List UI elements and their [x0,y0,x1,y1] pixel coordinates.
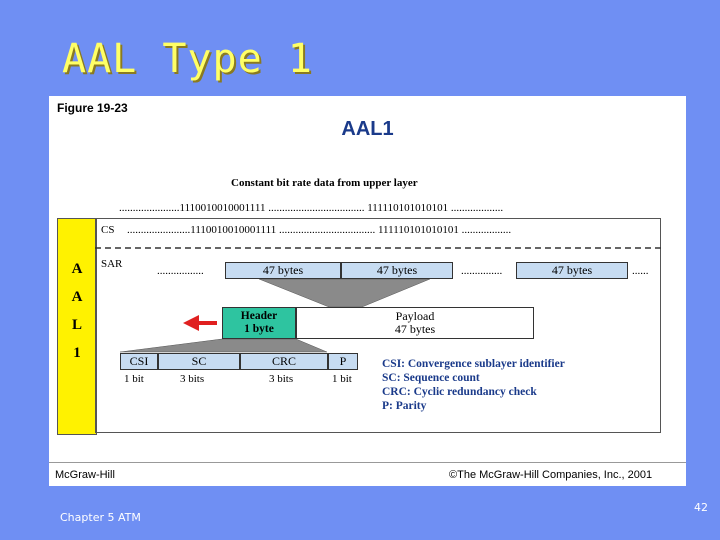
aal-layer-box [95,218,661,433]
input-caption: Constant bit rate data from upper layer [231,177,418,189]
sar-cell: 47 bytes [516,262,628,279]
field-size: 3 bits [180,373,205,385]
aal-letter: A [71,289,83,305]
slide-title: AAL Type 1 [62,36,313,82]
aal-column: A A L 1 [57,218,97,435]
legend-item: CRC: Cyclic redundancy check [382,386,537,398]
header-cell: Header 1 byte [222,307,296,339]
publisher-right: ©The McGraw-Hill Companies, Inc., 2001 [449,469,653,481]
expand-funnel-header [119,338,328,353]
sar-label: SAR [101,258,123,270]
header-size: 1 byte [244,323,274,335]
aal-letter: A [71,261,83,277]
diagram-lines [95,247,661,353]
header-title: Header [240,310,278,322]
sar-dots-right: ...... [632,265,649,277]
expand-funnel-sar [258,278,431,308]
slide-footer: Chapter 5 ATM [60,511,141,524]
sar-cell: 47 bytes [225,262,341,279]
publisher-left: McGraw-Hill [55,469,115,481]
field-csi: CSI [120,353,158,370]
arrow-icon [183,315,199,331]
figure-title: AAL1 [341,118,394,140]
footer-divider [49,462,686,463]
sar-dots-mid: ............... [461,265,503,277]
sar-dots-left: ................. [157,265,204,277]
figure-label: Figure 19-23 [57,101,128,115]
figure-panel: Figure 19-23 AAL1 Constant bit rate data… [49,96,686,486]
aal-letter: 1 [73,345,81,361]
aal-letter: L [71,317,82,333]
field-sc: SC [158,353,240,370]
legend-item: P: Parity [382,400,427,412]
field-crc: CRC [240,353,328,370]
field-size: 1 bit [124,373,144,385]
payload-cell: Payload 47 bytes [296,307,534,339]
payload-title: Payload [395,309,435,323]
legend-item: CSI: Convergence sublayer identifier [382,358,565,370]
field-p: P [328,353,358,370]
legend-item: SC: Sequence count [382,372,480,384]
cs-label: CS [101,224,115,236]
page-number: 42 [694,501,708,514]
payload-size: 47 bytes [394,322,436,336]
field-size: 3 bits [269,373,294,385]
cs-stream: .......................1110010010001111 … [127,224,512,236]
input-stream: ......................1110010010001111 .… [119,202,504,214]
field-size: 1 bit [332,373,352,385]
sar-cell: 47 bytes [341,262,453,279]
